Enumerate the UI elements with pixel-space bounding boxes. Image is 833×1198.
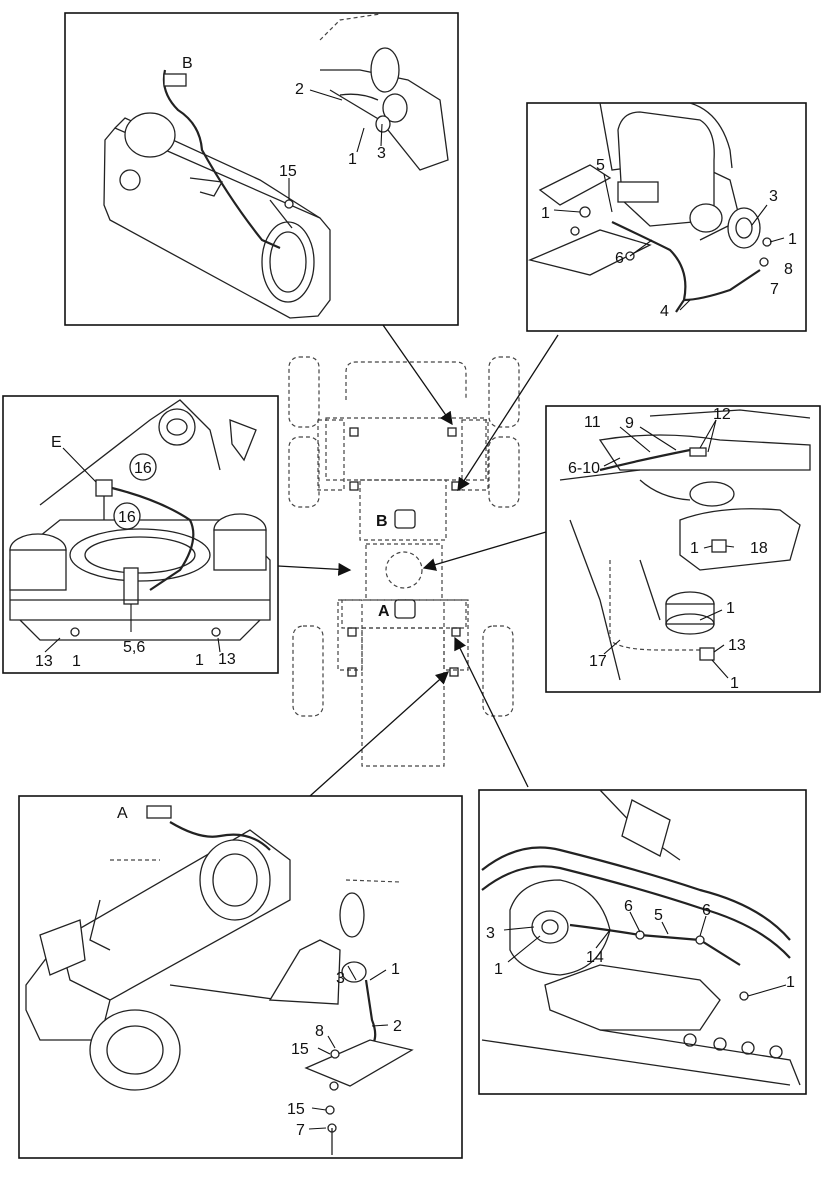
detail-mid-left [2,395,279,674]
tr-callout: 7 [770,281,779,298]
tr-callout: 8 [784,261,793,278]
pointer-lines [277,324,559,797]
ml-callout: 13 [218,651,236,668]
machine-outline [288,356,520,767]
tr-callout: 3 [769,188,778,205]
bl-callout: 1 [391,961,400,978]
tl-callout: 1 [348,151,357,168]
ml-letter-e: E [51,434,62,451]
mr-callout: 17 [589,653,607,670]
tl-letter-b: B [182,55,193,72]
ml-callout: 1 [195,652,204,669]
detail-bottom-left [18,795,463,1159]
bl-callout: 15 [287,1101,305,1118]
tr-callout: 6 [615,250,624,267]
mr-callout: 1 [730,675,739,692]
mr-callout: 9 [625,415,634,432]
marker-b-label: B [376,513,388,530]
tl-callout: 2 [295,81,304,98]
ml-callout-circled: 16 [134,460,152,477]
br-callout: 1 [494,961,503,978]
detail-top-right [526,102,807,332]
ml-callout: 1 [72,653,81,670]
mr-callout: 6-10 [568,460,600,477]
tl-callout: 15 [279,163,297,180]
tr-callout: 5 [596,157,605,174]
bl-callout: 15 [291,1041,309,1058]
mr-callout: 18 [750,540,768,557]
mr-callout: 11 [584,414,601,431]
br-callout: 1 [786,974,795,991]
mr-callout: 1 [726,600,735,617]
br-callout: 3 [486,925,495,942]
br-callout: 6 [702,902,711,919]
detail-mid-right [545,405,821,693]
tr-callout: 1 [788,231,797,248]
br-callout: 14 [586,949,604,966]
ml-callout: 13 [35,653,53,670]
mr-callout: 13 [728,637,746,654]
detail-top-left [64,12,459,326]
bl-callout: 3 [336,970,345,987]
tl-callout: 3 [377,145,386,162]
mr-callout: 12 [713,406,731,423]
br-callout: 6 [624,898,633,915]
bl-callout: 2 [393,1018,402,1035]
mr-callout: 1 [690,540,699,557]
marker-a-label: A [378,603,390,620]
bl-letter-a: A [117,805,128,822]
ml-callout: 5,6 [123,639,145,656]
detail-bottom-right [478,789,807,1095]
tr-callout: 1 [541,205,550,222]
tr-callout: 4 [660,303,669,320]
bl-callout: 8 [315,1023,324,1040]
br-callout: 5 [654,907,663,924]
ml-callout-circled: 16 [118,509,136,526]
bl-callout: 7 [296,1122,305,1139]
